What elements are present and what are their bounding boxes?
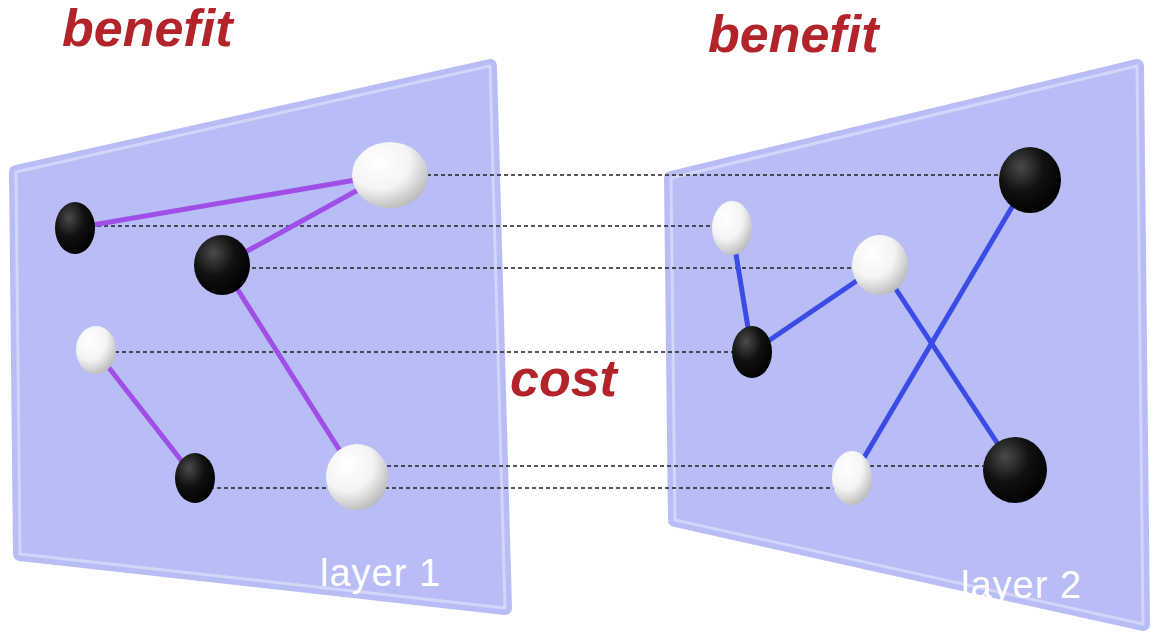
- panel-shape: [663, 60, 1149, 630]
- layer-panel: layer 2: [663, 60, 1149, 630]
- benefit-label: benefit: [708, 6, 878, 63]
- layer-name: layer 2: [961, 564, 1082, 607]
- panel-shape: [8, 60, 513, 620]
- cost-label: cost: [510, 350, 617, 407]
- layer-panel: layer 1: [8, 60, 513, 620]
- layer-name: layer 1: [320, 552, 441, 595]
- benefit-label: benefit: [62, 0, 232, 57]
